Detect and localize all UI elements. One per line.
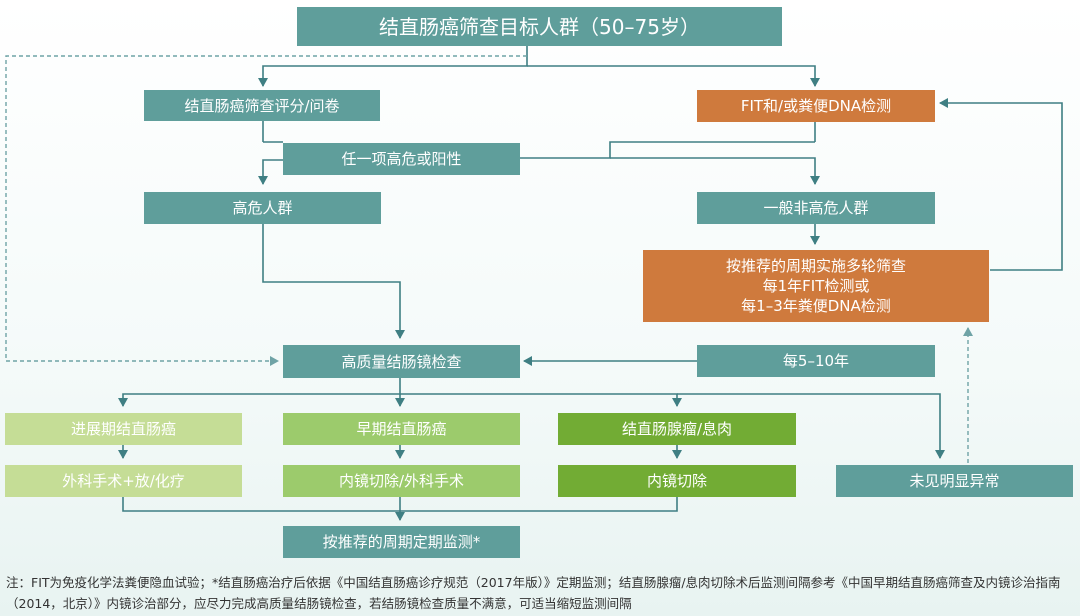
- node-questionnaire: 结直肠癌筛查评分/问卷: [144, 90, 380, 121]
- node-endoscopic-resection: 内镜切除: [558, 465, 796, 497]
- node-surgery-chemo: 外科手术+放/化疗: [5, 465, 242, 497]
- connector-dashed-direct-colonoscopy: [5, 55, 527, 366]
- connector-to-high-risk: [258, 159, 283, 185]
- node-every-5-10-years: 每5–10年: [697, 345, 935, 377]
- connector-to-adenoma: [400, 393, 682, 407]
- node-general-risk: 一般非高危人群: [697, 192, 935, 224]
- node-colonoscopy: 高质量结肠镜检查: [283, 345, 520, 378]
- node-no-abnormality: 未见明显异常: [836, 465, 1073, 497]
- node-adenoma-polyp: 结直肠腺瘤/息肉: [558, 413, 796, 445]
- node-target-population: 结直肠癌筛查目标人群（50–75岁）: [297, 7, 782, 46]
- connector-top-split: [258, 46, 528, 87]
- node-high-risk: 高危人群: [144, 192, 381, 224]
- node-fit-dna: FIT和/或粪便DNA检测: [697, 90, 935, 122]
- connector-periodic-feedback: [939, 98, 1063, 271]
- footnote: 注：FIT为免疫化学法粪便隐血试验；*结直肠癌治疗后依据《中国结直肠癌诊疗规范（…: [6, 575, 1061, 611]
- connector-merge-bar-right: [520, 141, 815, 159]
- node-periodic-screening: 按推荐的周期实施多轮筛查 每1年FIT检测或 每1–3年粪便DNA检测: [643, 250, 989, 322]
- connector-to-general-risk: [610, 157, 820, 185]
- node-periodic-monitoring: 按推荐的周期定期监测*: [283, 526, 520, 558]
- node-endoscopic-or-surgery: 内镜切除/外科手术: [283, 465, 520, 497]
- node-any-positive: 任一项高危或阳性: [283, 143, 520, 175]
- node-advanced-cancer: 进展期结直肠癌: [5, 413, 242, 445]
- connector-high-risk-to-colonoscopy: [262, 224, 405, 339]
- connector-top-to-fit: [527, 65, 820, 87]
- connector-colonoscopy-split: [118, 378, 401, 407]
- connector-to-normal: [677, 393, 945, 459]
- node-early-cancer: 早期结直肠癌: [283, 413, 520, 445]
